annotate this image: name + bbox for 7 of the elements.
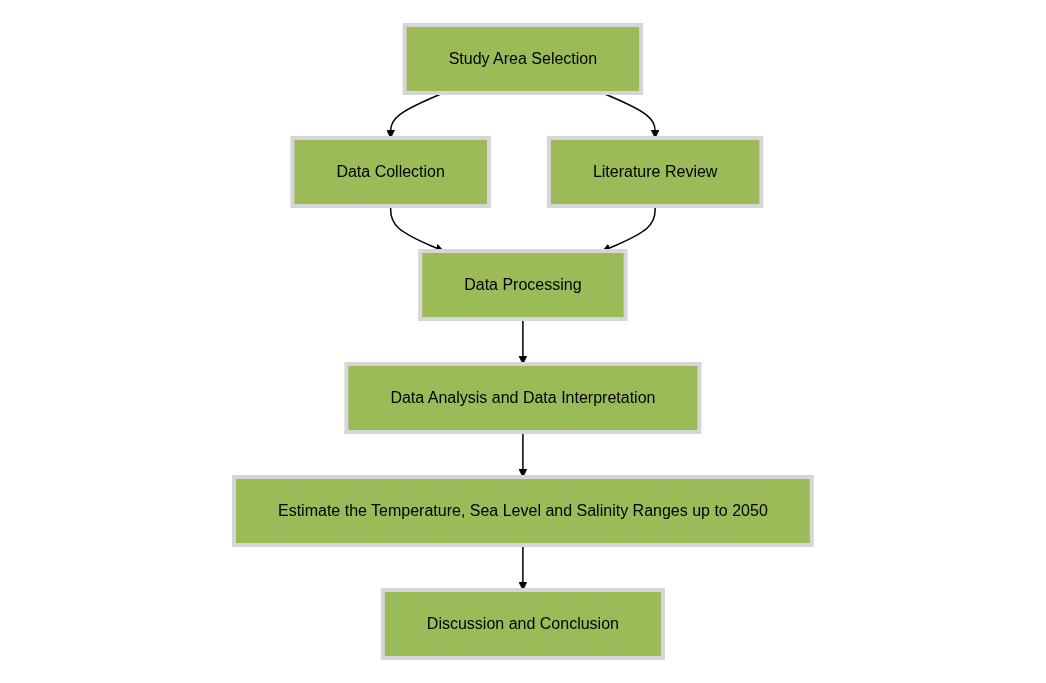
node-box: Estimate the Temperature, Sea Level and Salinity Ranges up to 2050 xyxy=(232,475,814,547)
node-box: Literature Review xyxy=(547,136,764,208)
node-box: Data Processing xyxy=(418,249,628,321)
node-box: Data Analysis and Data Interpretation xyxy=(344,362,702,434)
node-box: Study Area Selection xyxy=(402,23,644,95)
node-box: Discussion and Conclusion xyxy=(380,588,666,660)
node-box: Data Collection xyxy=(290,136,491,208)
